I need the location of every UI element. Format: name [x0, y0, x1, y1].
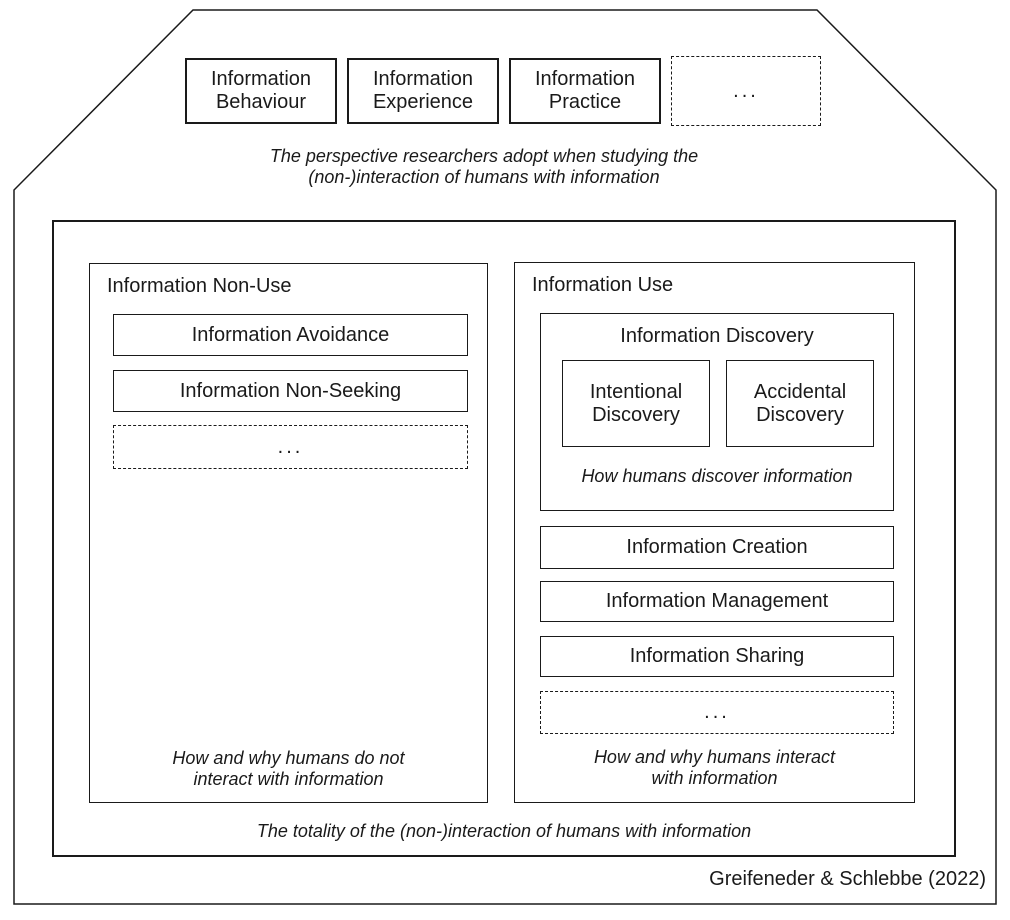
perspective-label: Information Experience: [372, 68, 474, 113]
use-title: Information Use: [532, 274, 674, 296]
use-item-information-management: Information Management: [540, 581, 894, 622]
totality-caption: The totality of the (non-)interaction of…: [256, 821, 752, 841]
item-label: Accidental Discovery: [753, 380, 847, 426]
non-use-item-information-non-seeking: Information Non-Seeking: [113, 370, 468, 412]
item-label: Information Avoidance: [191, 323, 390, 346]
discovery-box-intentional: Intentional Discovery: [562, 360, 710, 447]
non-use-title: Information Non-Use: [107, 275, 292, 297]
item-label: Information Sharing: [629, 645, 805, 667]
item-label: Intentional Discovery: [589, 380, 683, 426]
outer-boundary-polygon: [13, 9, 997, 905]
item-label: Information Management: [605, 590, 829, 612]
non-use-caption-line1: How and why humans do not: [172, 748, 405, 768]
ellipsis-label: ...: [704, 701, 730, 723]
information-use-container: Information Use Information Discovery In…: [514, 262, 915, 803]
use-item-information-sharing: Information Sharing: [540, 636, 894, 677]
use-caption: How and why humans interact with informa…: [515, 747, 914, 789]
non-use-item-information-avoidance: Information Avoidance: [113, 314, 468, 356]
non-use-caption-line2: interact with information: [193, 769, 384, 789]
use-caption-line2: with information: [651, 768, 778, 788]
perspective-box-information-practice: Information Practice: [509, 58, 661, 124]
information-non-use-container: Information Non-Use Information Avoidanc…: [89, 263, 488, 803]
item-label: Information Non-Seeking: [179, 379, 402, 402]
ellipsis-label: ...: [277, 435, 304, 458]
perspective-box-other-ellipsis: ...: [671, 56, 821, 126]
perspectives-caption-line2: (non-)interaction of humans with informa…: [308, 167, 660, 187]
information-discovery-container: Information Discovery Intentional Discov…: [540, 313, 894, 511]
item-label: Information Creation: [626, 536, 808, 558]
perspective-box-information-behaviour: Information Behaviour: [185, 58, 337, 124]
discovery-title: Information Discovery: [620, 325, 814, 347]
use-item-other-ellipsis: ...: [540, 691, 894, 734]
non-use-caption: How and why humans do not interact with …: [90, 748, 487, 790]
perspective-label: Information Practice: [534, 68, 636, 113]
perspectives-caption: The perspective researchers adopt when s…: [0, 146, 968, 188]
perspective-box-information-experience: Information Experience: [347, 58, 499, 124]
non-use-item-other-ellipsis: ...: [113, 425, 468, 469]
attribution-text: Greifeneder & Schlebbe (2022): [709, 868, 986, 890]
perspectives-caption-line1: The perspective researchers adopt when s…: [269, 146, 699, 166]
discovery-caption: How humans discover information: [581, 466, 853, 486]
discovery-box-accidental: Accidental Discovery: [726, 360, 874, 447]
use-item-information-creation: Information Creation: [540, 526, 894, 569]
ellipsis-label: ...: [733, 79, 759, 102]
perspective-label: Information Behaviour: [210, 68, 312, 113]
use-caption-line1: How and why humans interact: [593, 747, 836, 767]
